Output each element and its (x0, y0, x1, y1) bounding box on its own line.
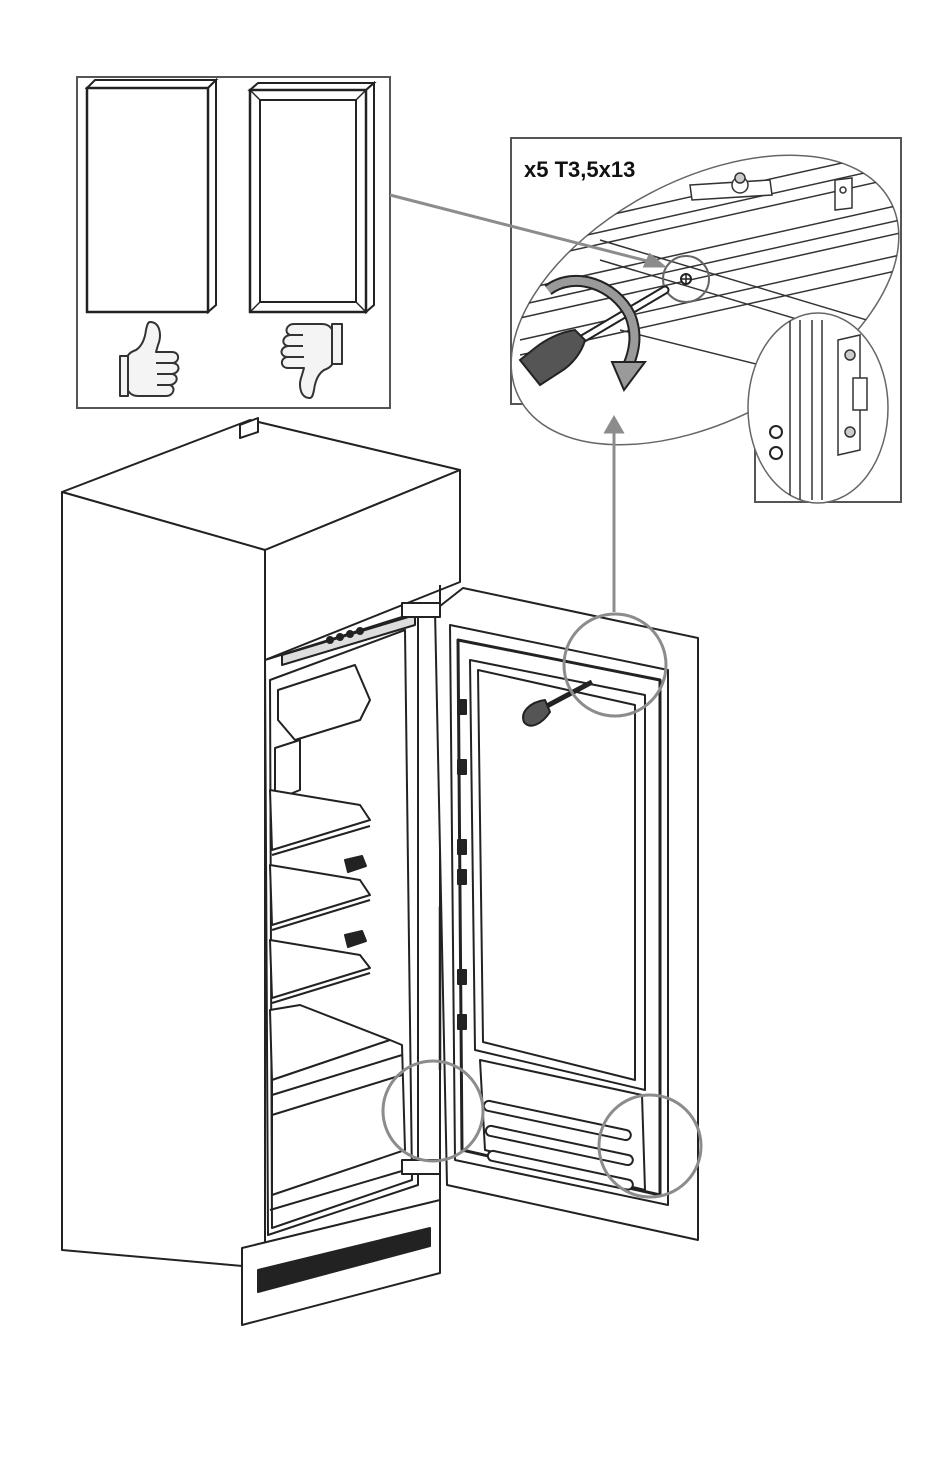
screw-quantity-label: x5 T3,5x13 (524, 157, 635, 183)
flat-door-panel (87, 80, 216, 312)
side-bracket-zoom-view (748, 313, 888, 503)
framed-door-panel (250, 83, 374, 312)
door-type-panel (77, 77, 390, 408)
fridge-door (402, 588, 698, 1240)
